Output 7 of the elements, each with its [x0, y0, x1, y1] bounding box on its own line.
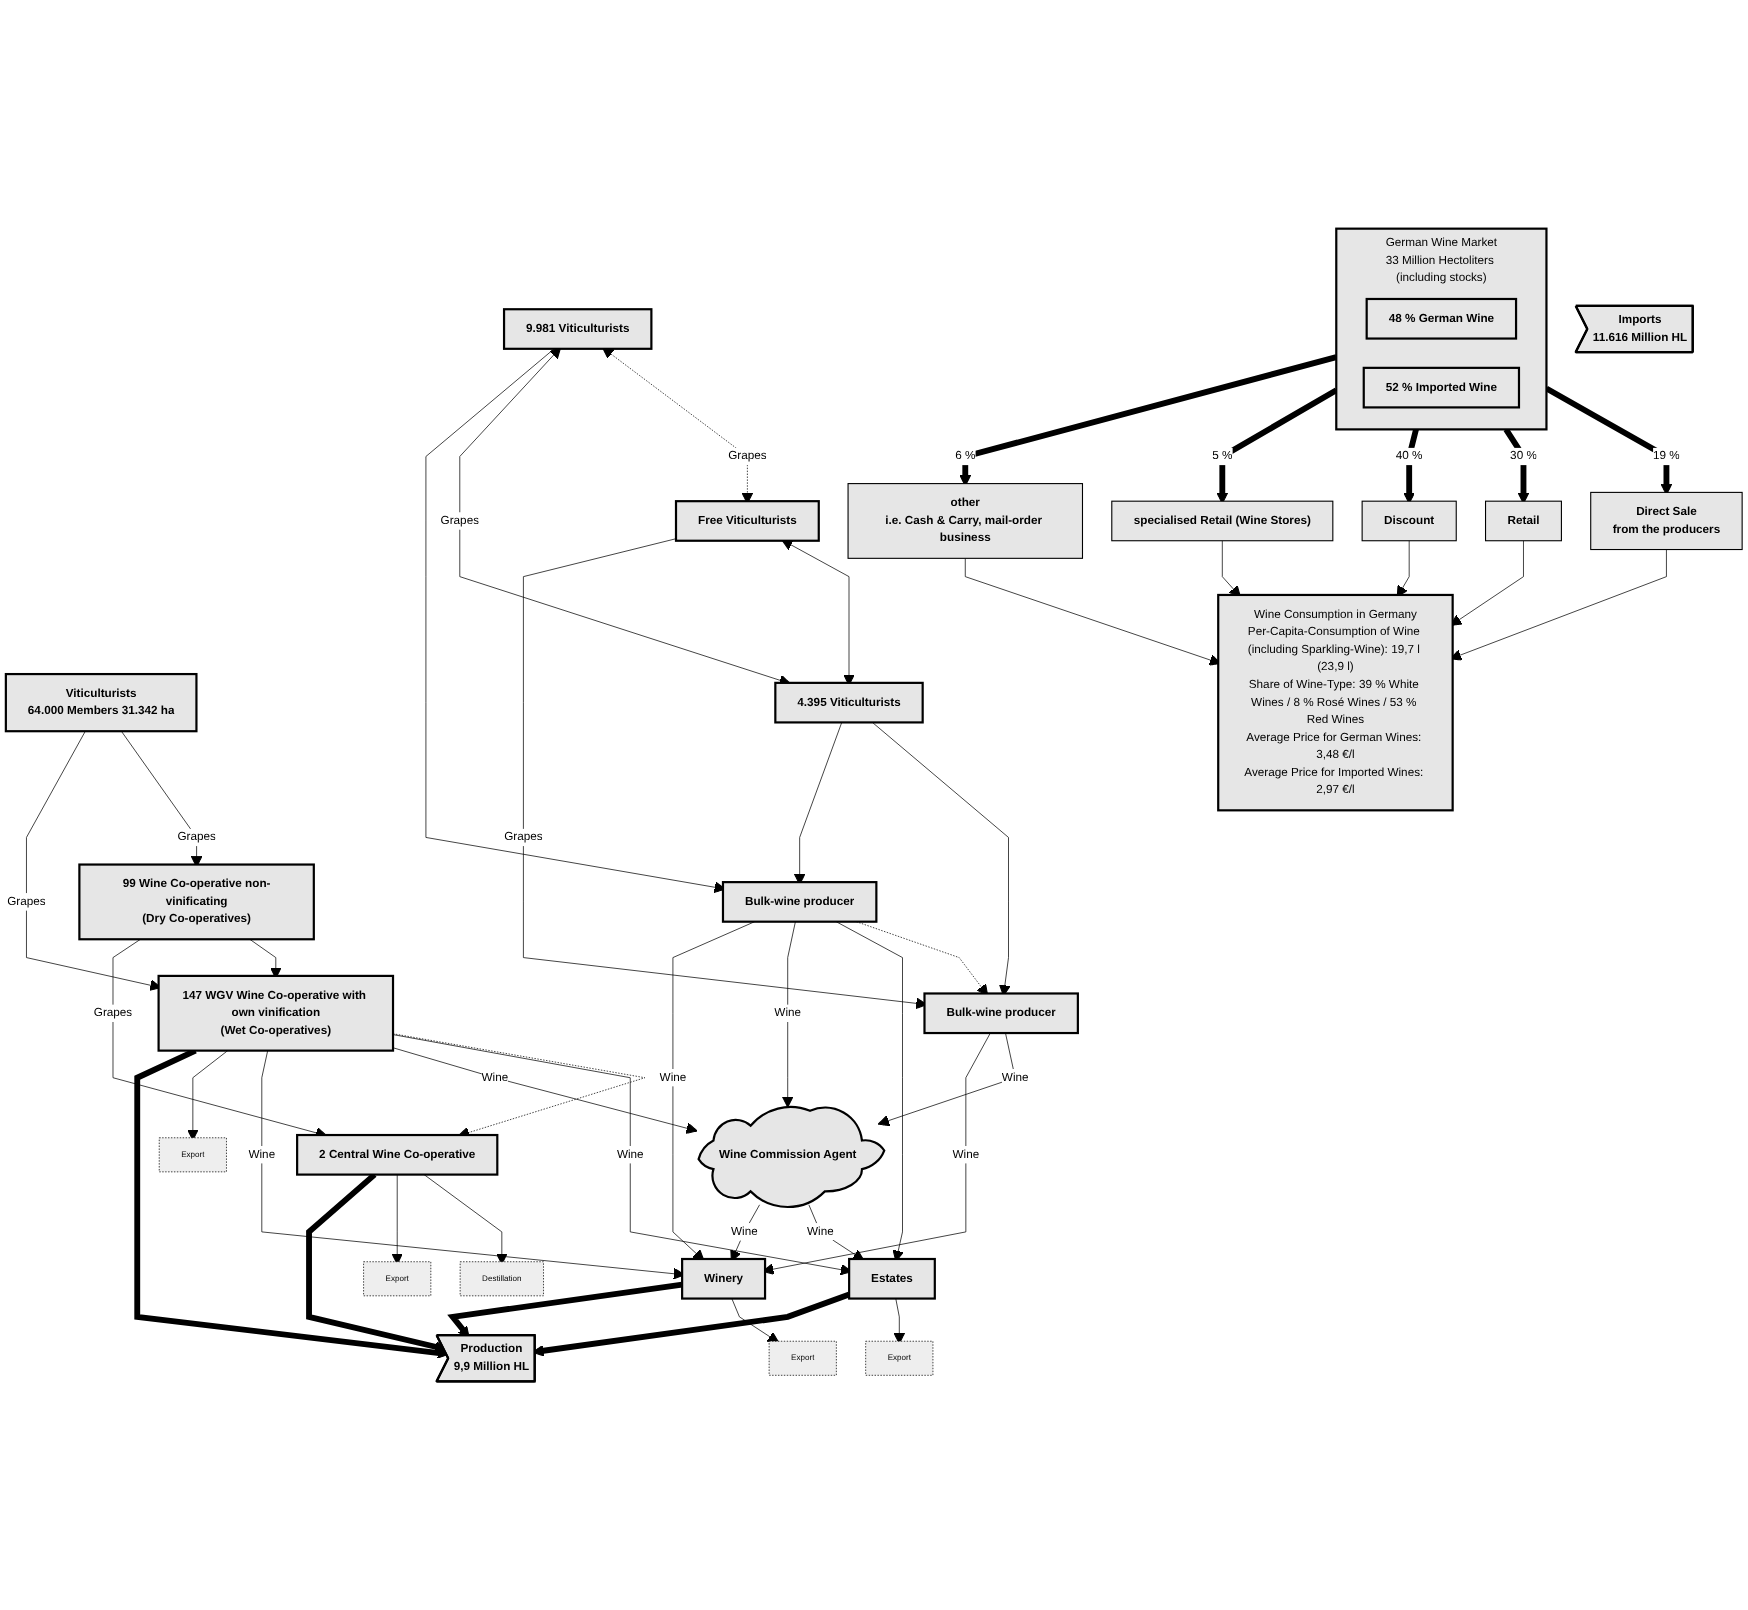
arrow: [1403, 428, 1419, 505]
arrow: [959, 354, 1338, 487]
arrow: [447, 1281, 683, 1338]
arrow: [1503, 427, 1530, 505]
arrow: [1216, 387, 1338, 505]
arrow: [532, 1291, 851, 1357]
arrow: [1545, 386, 1673, 496]
